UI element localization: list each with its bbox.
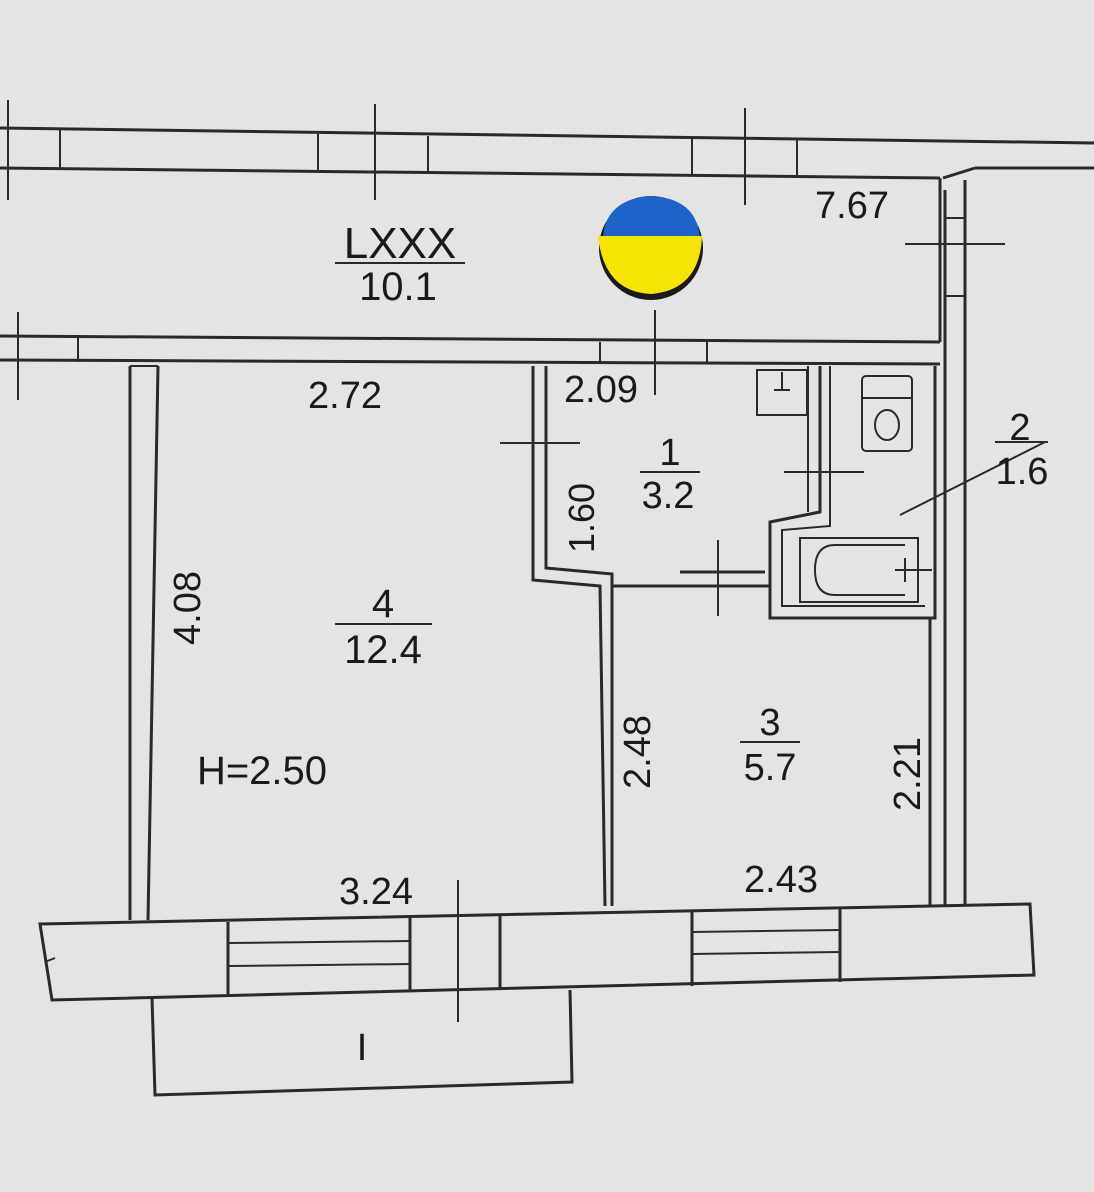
room3-right-dimension: 2.21 bbox=[887, 737, 929, 811]
right-shaft bbox=[905, 166, 1094, 906]
room1-number: 1 bbox=[659, 432, 680, 474]
room1-side-dimension: 1.60 bbox=[561, 483, 602, 553]
room1-area: 3.2 bbox=[642, 475, 695, 517]
room-1-walls bbox=[500, 366, 770, 907]
room4-area: 12.4 bbox=[344, 628, 422, 672]
room4-bottom-dimension: 3.24 bbox=[339, 871, 413, 913]
corridor-walls bbox=[0, 100, 1094, 400]
toilet-icon bbox=[861, 375, 913, 452]
room4-side-dimension: 4.08 bbox=[167, 571, 209, 645]
bathroom-walls bbox=[756, 366, 1048, 620]
room4-top-dimension: 2.72 bbox=[308, 375, 382, 417]
room3-number: 3 bbox=[759, 702, 780, 744]
balcony-label: I bbox=[357, 1027, 368, 1069]
balcony bbox=[150, 989, 574, 1097]
room2-number: 2 bbox=[1009, 407, 1030, 449]
exterior-wall bbox=[38, 880, 1036, 1022]
room4-number: 4 bbox=[372, 582, 394, 626]
corridor-area: 10.1 bbox=[359, 265, 437, 309]
flag-marker bbox=[596, 196, 703, 300]
room1-top-dimension: 2.09 bbox=[564, 369, 638, 411]
room3-area: 5.7 bbox=[744, 747, 797, 789]
room-4-walls bbox=[128, 365, 160, 921]
ceiling-height: H=2.50 bbox=[197, 749, 327, 793]
corridor-name: LXXX bbox=[344, 219, 457, 268]
bathtub-icon bbox=[799, 537, 932, 603]
room3-bottom-dimension: 2.43 bbox=[744, 859, 818, 901]
corridor-length: 7.67 bbox=[815, 185, 889, 227]
room2-area: 1.6 bbox=[996, 451, 1049, 493]
room3-left-dimension: 2.48 bbox=[617, 715, 659, 789]
